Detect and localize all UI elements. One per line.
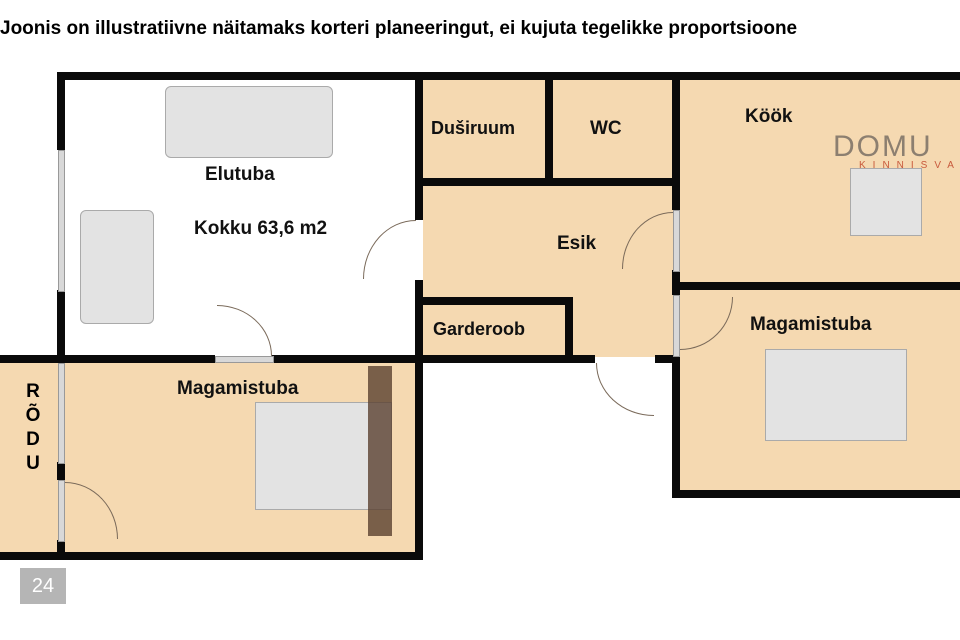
logo-sub: KINNISVA [859, 160, 960, 171]
window [58, 480, 65, 542]
wall [565, 297, 573, 363]
room-dusiruum [423, 80, 547, 180]
door-swing [596, 363, 654, 416]
wall [57, 540, 65, 560]
label-total-area: Kokku 63,6 m2 [194, 218, 328, 239]
label-dusiruum: Duširuum [431, 118, 516, 138]
label-elutuba: Elutuba [205, 164, 275, 185]
door-swing [217, 305, 272, 356]
label-magamistuba-right: Magamistuba [750, 314, 872, 335]
wall [415, 72, 423, 220]
wall [672, 355, 680, 498]
wall [57, 72, 960, 80]
armchair [80, 210, 154, 324]
wall [672, 490, 960, 498]
wall [415, 297, 573, 305]
wall [545, 72, 553, 182]
room-rodu [0, 363, 60, 553]
nightstand [368, 366, 392, 536]
room-wc [553, 80, 675, 180]
wall [57, 72, 65, 150]
label-esik: Esik [557, 233, 597, 254]
window [673, 295, 680, 357]
wall [272, 355, 595, 363]
wall [415, 280, 423, 560]
wall [672, 72, 680, 210]
sofa [165, 86, 333, 158]
plan-disclaimer: Joonis on illustratiivne näitamaks korte… [0, 18, 798, 39]
label-garderoob: Garderoob [433, 319, 526, 339]
wall [672, 282, 960, 290]
window [58, 363, 65, 464]
bed [765, 349, 907, 441]
label-kook: Köök [745, 106, 793, 127]
window [673, 210, 680, 272]
logo-name: DOMU [833, 130, 933, 163]
dining-table [850, 168, 922, 236]
wall [655, 355, 680, 363]
window [58, 150, 65, 292]
wall [0, 552, 423, 560]
wall [0, 355, 215, 363]
image-counter-badge: 24 [20, 568, 66, 604]
wall [57, 290, 65, 363]
door-swing [363, 220, 416, 279]
window [215, 356, 274, 363]
wall [57, 462, 65, 480]
room-esik [423, 186, 675, 357]
label-magamistuba-left: Magamistuba [177, 378, 299, 399]
label-wc: WC [590, 118, 622, 139]
wall [415, 178, 680, 186]
label-rodu: RÕDU [25, 381, 41, 474]
